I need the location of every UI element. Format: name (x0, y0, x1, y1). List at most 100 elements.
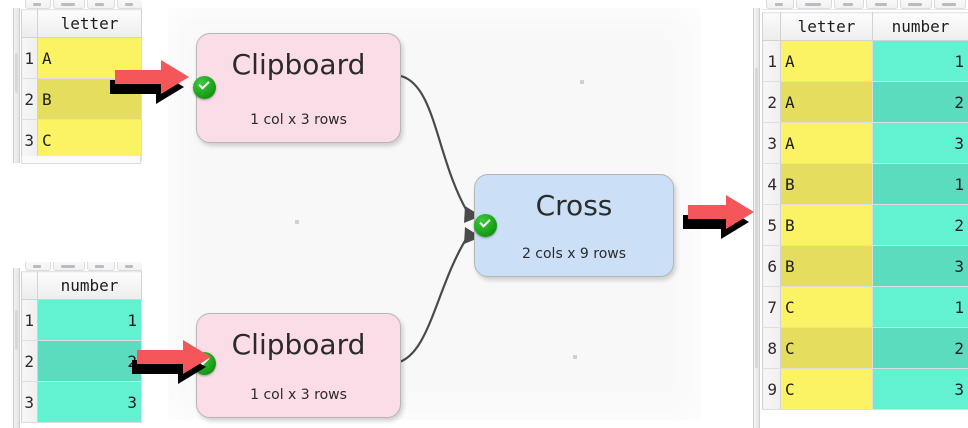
row-number[interactable]: 1 (21, 37, 38, 79)
table-row[interactable]: 6 B 3 (762, 245, 968, 287)
table-header-row: letter (21, 9, 142, 38)
node-title: Clipboard (231, 48, 366, 81)
connector-layer (395, 74, 481, 365)
left-bottom-toolbar-strip (24, 262, 142, 271)
cell-letter[interactable]: A (780, 122, 873, 164)
cell-number[interactable]: 2 (872, 204, 968, 246)
right-scroll-rail[interactable] (753, 8, 760, 428)
cell-number[interactable]: 3 (872, 122, 968, 164)
left-bottom-scroll-rail[interactable] (13, 268, 20, 428)
flow-canvas[interactable]: Clipboard 1 col x 3 rows Clipboard 1 col… (168, 8, 701, 420)
row-number-corner (762, 12, 781, 41)
cell-number[interactable]: 2 (37, 340, 142, 382)
canvas-grid-dot (573, 355, 577, 359)
toolbar-divider (762, 9, 968, 10)
node-clipboard-top[interactable]: Clipboard 1 col x 3 rows (196, 33, 401, 143)
cell-letter[interactable]: A (780, 40, 873, 82)
status-ok-icon[interactable] (474, 214, 497, 237)
toolbar-button-glyph (33, 3, 41, 6)
table-row[interactable]: 3 C (21, 119, 142, 161)
left-top-scroll-rail[interactable] (13, 8, 20, 163)
table-row[interactable]: 1 1 (21, 299, 142, 341)
table-row[interactable]: 3 A 3 (762, 122, 968, 164)
row-number[interactable]: 3 (21, 119, 38, 161)
left-top-scroll-thumb[interactable] (15, 53, 18, 93)
row-number[interactable]: 9 (762, 368, 781, 410)
toolbar-button-glyph (125, 265, 133, 268)
cell-letter[interactable]: B (780, 204, 873, 246)
row-number[interactable]: 4 (762, 163, 781, 205)
row-number[interactable]: 2 (21, 340, 38, 382)
table-row[interactable]: 7 C 1 (762, 286, 968, 328)
row-number-corner (21, 271, 38, 300)
link-arrowhead (464, 227, 481, 244)
table-row[interactable]: 5 B 2 (762, 204, 968, 246)
column-header-letter[interactable]: letter (780, 12, 873, 41)
cell-letter[interactable]: C (780, 327, 873, 369)
cell-letter[interactable]: B (780, 245, 873, 287)
toolbar-button-glyph (61, 3, 75, 6)
link-clipboard-bottom-to-cross[interactable] (395, 235, 469, 365)
table-row[interactable]: 8 C 2 (762, 327, 968, 369)
cell-letter[interactable]: B (780, 163, 873, 205)
row-number[interactable]: 8 (762, 327, 781, 369)
toolbar-button-glyph (125, 3, 133, 6)
table-header-row: number (21, 271, 142, 300)
node-cross[interactable]: Cross 2 cols x 9 rows (474, 174, 674, 277)
column-header-number[interactable]: number (37, 271, 142, 300)
toolbar-button-glyph (775, 3, 783, 6)
cell-number[interactable]: 1 (872, 286, 968, 328)
table-header-row: letter number (762, 12, 968, 41)
letter-table-bottom-edge (21, 156, 141, 164)
cell-number[interactable]: 3 (872, 245, 968, 287)
row-number[interactable]: 6 (762, 245, 781, 287)
toolbar-button-glyph (908, 3, 922, 6)
column-header-letter[interactable]: letter (37, 9, 142, 38)
table-row[interactable]: 2 A 2 (762, 81, 968, 123)
cell-letter[interactable]: C (780, 286, 873, 328)
cell-number[interactable]: 2 (872, 327, 968, 369)
left-bottom-scroll-thumb[interactable] (15, 310, 18, 350)
link-clipboard-top-to-cross[interactable] (400, 74, 469, 214)
toolbar-button-glyph (95, 3, 104, 6)
row-number[interactable]: 7 (762, 286, 781, 328)
toolbar-button-glyph (875, 3, 887, 6)
table-row[interactable]: 3 3 (21, 381, 142, 423)
node-clipboard-bottom[interactable]: Clipboard 1 col x 3 rows (196, 313, 401, 418)
annotation-arrow-to-clipboard-bottom (132, 340, 223, 386)
annotation-arrow-to-clipboard-top (110, 60, 201, 106)
number-input-table[interactable]: number 1 1 2 2 3 3 (21, 271, 142, 423)
column-header-number[interactable]: number (872, 12, 968, 41)
toolbar-button-glyph (95, 265, 104, 268)
cross-output-table[interactable]: letter number 1 A 1 2 A 2 3 A 3 4 B 1 5 … (762, 12, 968, 410)
cell-letter[interactable]: A (37, 37, 142, 79)
cell-letter[interactable]: C (780, 368, 873, 410)
row-number[interactable]: 5 (762, 204, 781, 246)
table-row[interactable]: 1 A 1 (762, 40, 968, 82)
cell-letter[interactable]: C (37, 119, 142, 161)
table-row[interactable]: 1 A (21, 37, 142, 79)
toolbar-button-glyph (33, 265, 41, 268)
cell-number[interactable]: 3 (872, 368, 968, 410)
table-row[interactable]: 9 C 3 (762, 368, 968, 410)
letter-input-table[interactable]: letter 1 A 2 B 3 C (21, 9, 142, 161)
toolbar-button-glyph (942, 3, 956, 6)
cell-number[interactable]: 3 (37, 381, 142, 423)
cell-number[interactable]: 1 (872, 40, 968, 82)
node-subtitle: 1 col x 3 rows (250, 387, 347, 403)
cell-letter[interactable]: A (780, 81, 873, 123)
row-number[interactable]: 3 (21, 381, 38, 423)
cell-number[interactable]: 2 (872, 81, 968, 123)
row-number[interactable]: 1 (21, 299, 38, 341)
canvas-grid-dot (295, 220, 299, 224)
row-number[interactable]: 2 (762, 81, 781, 123)
cell-number[interactable]: 1 (37, 299, 142, 341)
right-scroll-thumb[interactable] (755, 68, 758, 368)
table-row[interactable]: 2 2 (21, 340, 142, 382)
table-row[interactable]: 4 B 1 (762, 163, 968, 205)
status-ok-icon[interactable] (193, 76, 216, 99)
row-number[interactable]: 3 (762, 122, 781, 164)
cell-number[interactable]: 1 (872, 163, 968, 205)
row-number[interactable]: 1 (762, 40, 781, 82)
row-number[interactable]: 2 (21, 78, 38, 120)
